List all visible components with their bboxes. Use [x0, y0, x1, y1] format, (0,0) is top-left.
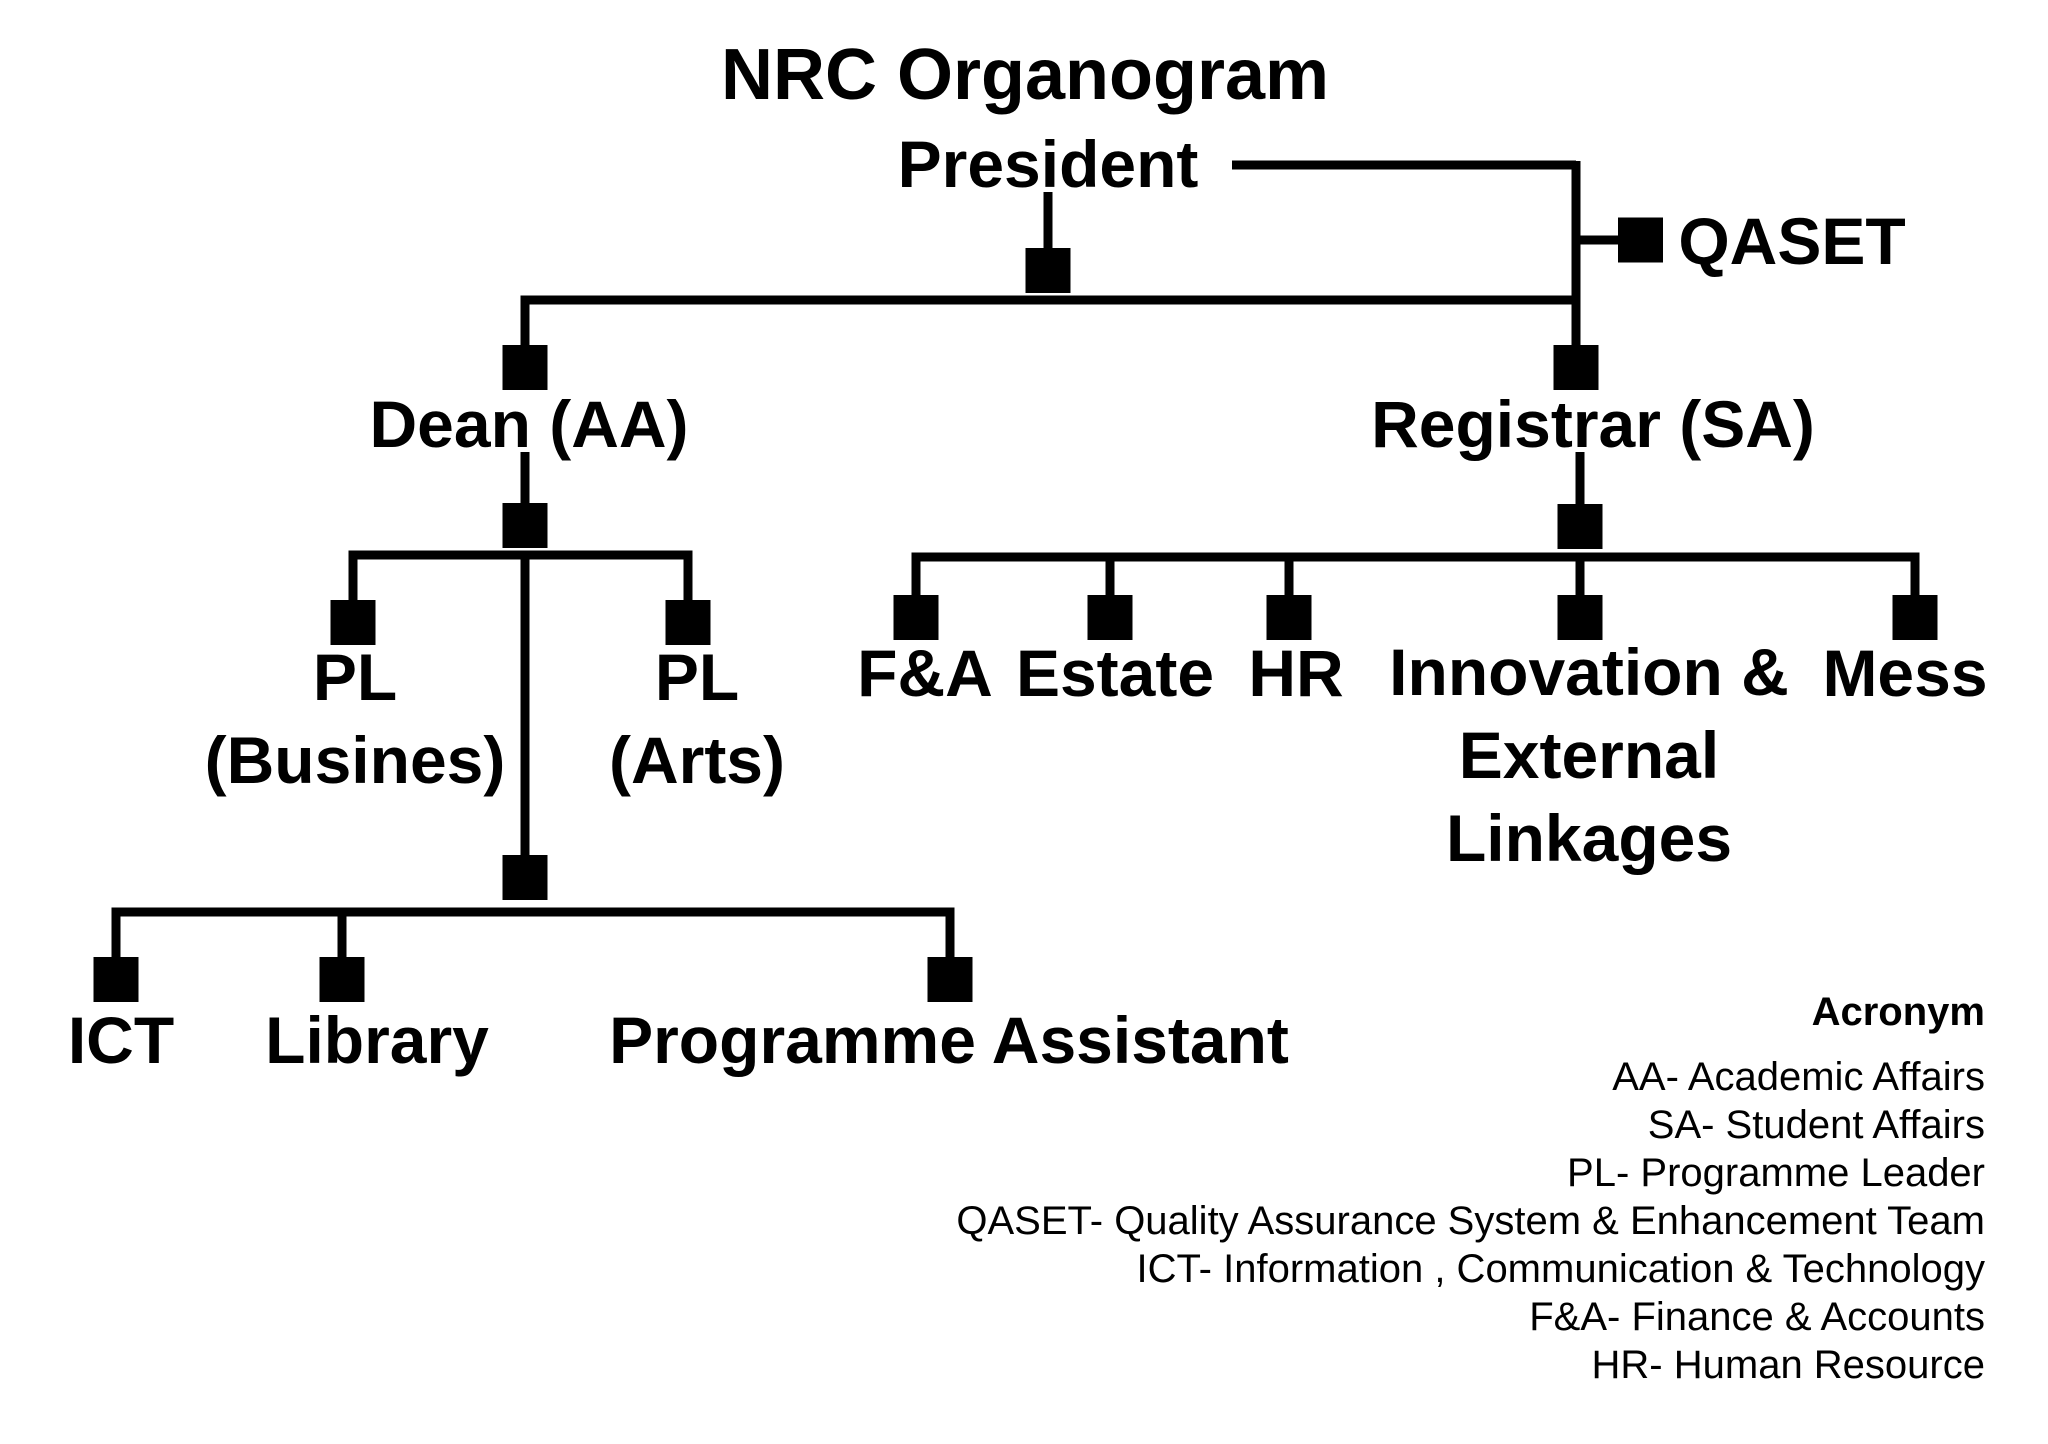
node-dean-aa: Dean (AA) — [369, 387, 689, 461]
node-pl-business-line2: (Busines) — [204, 723, 506, 797]
legend-item-sa: SA- Student Affairs — [1647, 1103, 1985, 1147]
node-hr: HR — [1248, 636, 1344, 710]
legend-item-aa: AA- Academic Affairs — [1612, 1055, 1985, 1099]
acronym-legend-items: AA- Academic Affairs SA- Student Affairs… — [956, 1053, 1985, 1389]
node-qaset: QASET — [1678, 204, 1906, 278]
node-innovation-line1: Innovation & — [1389, 635, 1789, 709]
legend-item-fa: F&A- Finance & Accounts — [1529, 1295, 1985, 1339]
acronym-legend: Acronym AA- Academic Affairs SA- Student… — [956, 988, 1985, 1389]
node-library: Library — [265, 1003, 489, 1077]
legend-item-qaset: QASET- Quality Assurance System & Enhanc… — [956, 1199, 1985, 1243]
acronym-legend-header: Acronym — [1811, 990, 1985, 1034]
node-innovation-line2: External — [1458, 718, 1720, 792]
node-innovation-external-linkages: Innovation & External Linkages — [1389, 631, 1789, 880]
node-pl-arts-line2: (Arts) — [609, 723, 785, 797]
node-finance-accounts: F&A — [857, 636, 993, 710]
node-innovation-line3: Linkages — [1445, 801, 1733, 875]
node-programme-assistant: Programme Assistant — [609, 1003, 1289, 1077]
node-ict: ICT — [67, 1003, 175, 1077]
chart-title: NRC Organogram — [720, 35, 1330, 115]
node-pl-business: PL (Busines) — [205, 636, 506, 802]
node-registrar-sa: Registrar (SA) — [1371, 387, 1815, 461]
legend-item-ict: ICT- Information , Communication & Techn… — [1136, 1247, 1985, 1291]
node-pl-arts-line1: PL — [654, 640, 740, 714]
legend-item-pl: PL- Programme Leader — [1567, 1151, 1985, 1195]
node-estate: Estate — [1015, 636, 1215, 710]
node-pl-arts: PL (Arts) — [609, 636, 785, 802]
node-mess: Mess — [1822, 636, 1988, 710]
node-president: President — [897, 127, 1199, 201]
node-pl-business-line1: PL — [312, 640, 398, 714]
legend-item-hr: HR- Human Resource — [1591, 1343, 1985, 1387]
